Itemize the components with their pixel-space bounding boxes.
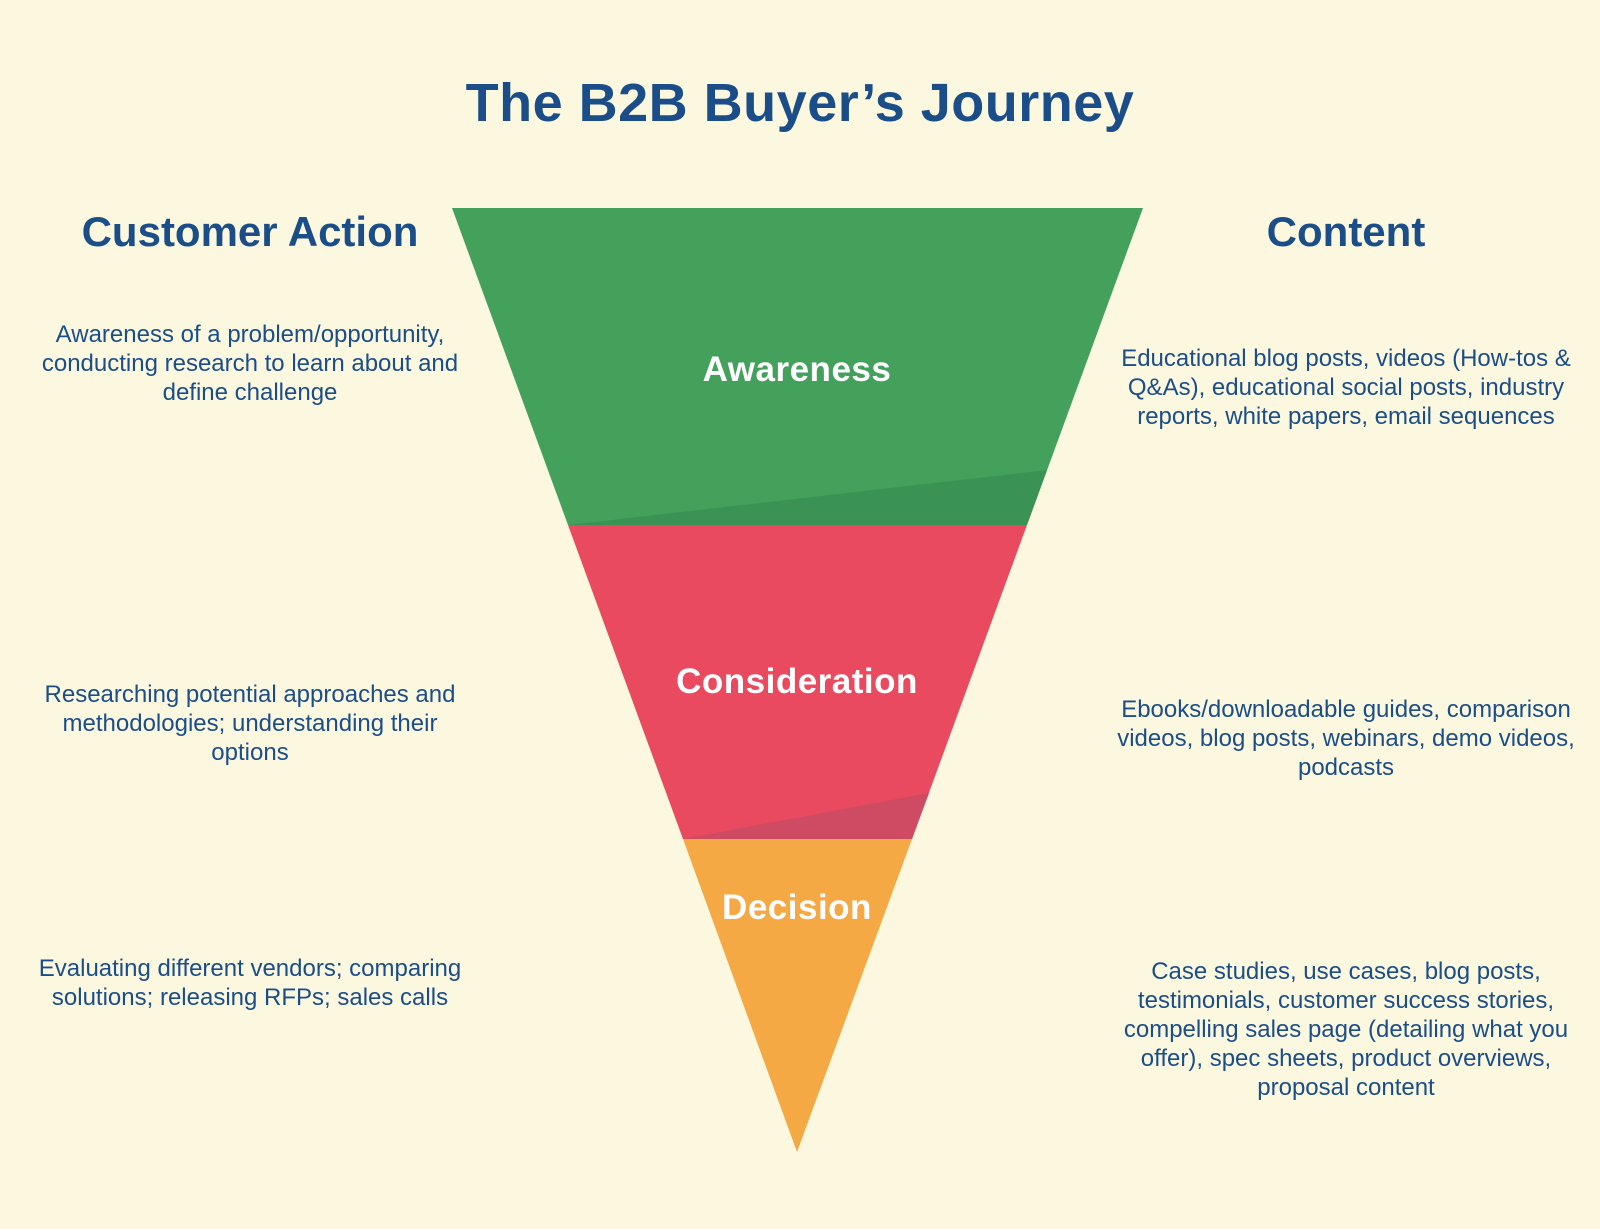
stage-label-consideration: Consideration	[676, 662, 918, 701]
funnel-stage-decision	[683, 839, 912, 1152]
customer-action-consideration: Researching potential approaches and met…	[44, 681, 456, 766]
funnel-stage-consideration-shade	[683, 793, 929, 839]
column-header-content: Content	[1266, 208, 1426, 255]
content-consideration: Ebooks/downloadable guides, comparison v…	[1117, 696, 1575, 781]
customer-action-awareness: Awareness of a problem/opportunity, cond…	[41, 321, 459, 406]
funnel-stage-awareness-shade	[568, 470, 1047, 525]
customer-action-decision: Evaluating different vendors; comparing …	[38, 955, 462, 1011]
stage-label-decision: Decision	[722, 888, 872, 927]
column-header-customer-action: Customer Action	[81, 208, 419, 255]
stage-label-awareness: Awareness	[702, 350, 892, 389]
content-awareness: Educational blog posts, videos (How-tos …	[1121, 345, 1571, 430]
funnel-stage-awareness	[452, 208, 1143, 525]
content-decision: Case studies, use cases, blog posts, tes…	[1123, 958, 1569, 1101]
funnel-stage-consideration	[568, 525, 1027, 839]
page-title: The B2B Buyer’s Journey	[465, 73, 1135, 133]
